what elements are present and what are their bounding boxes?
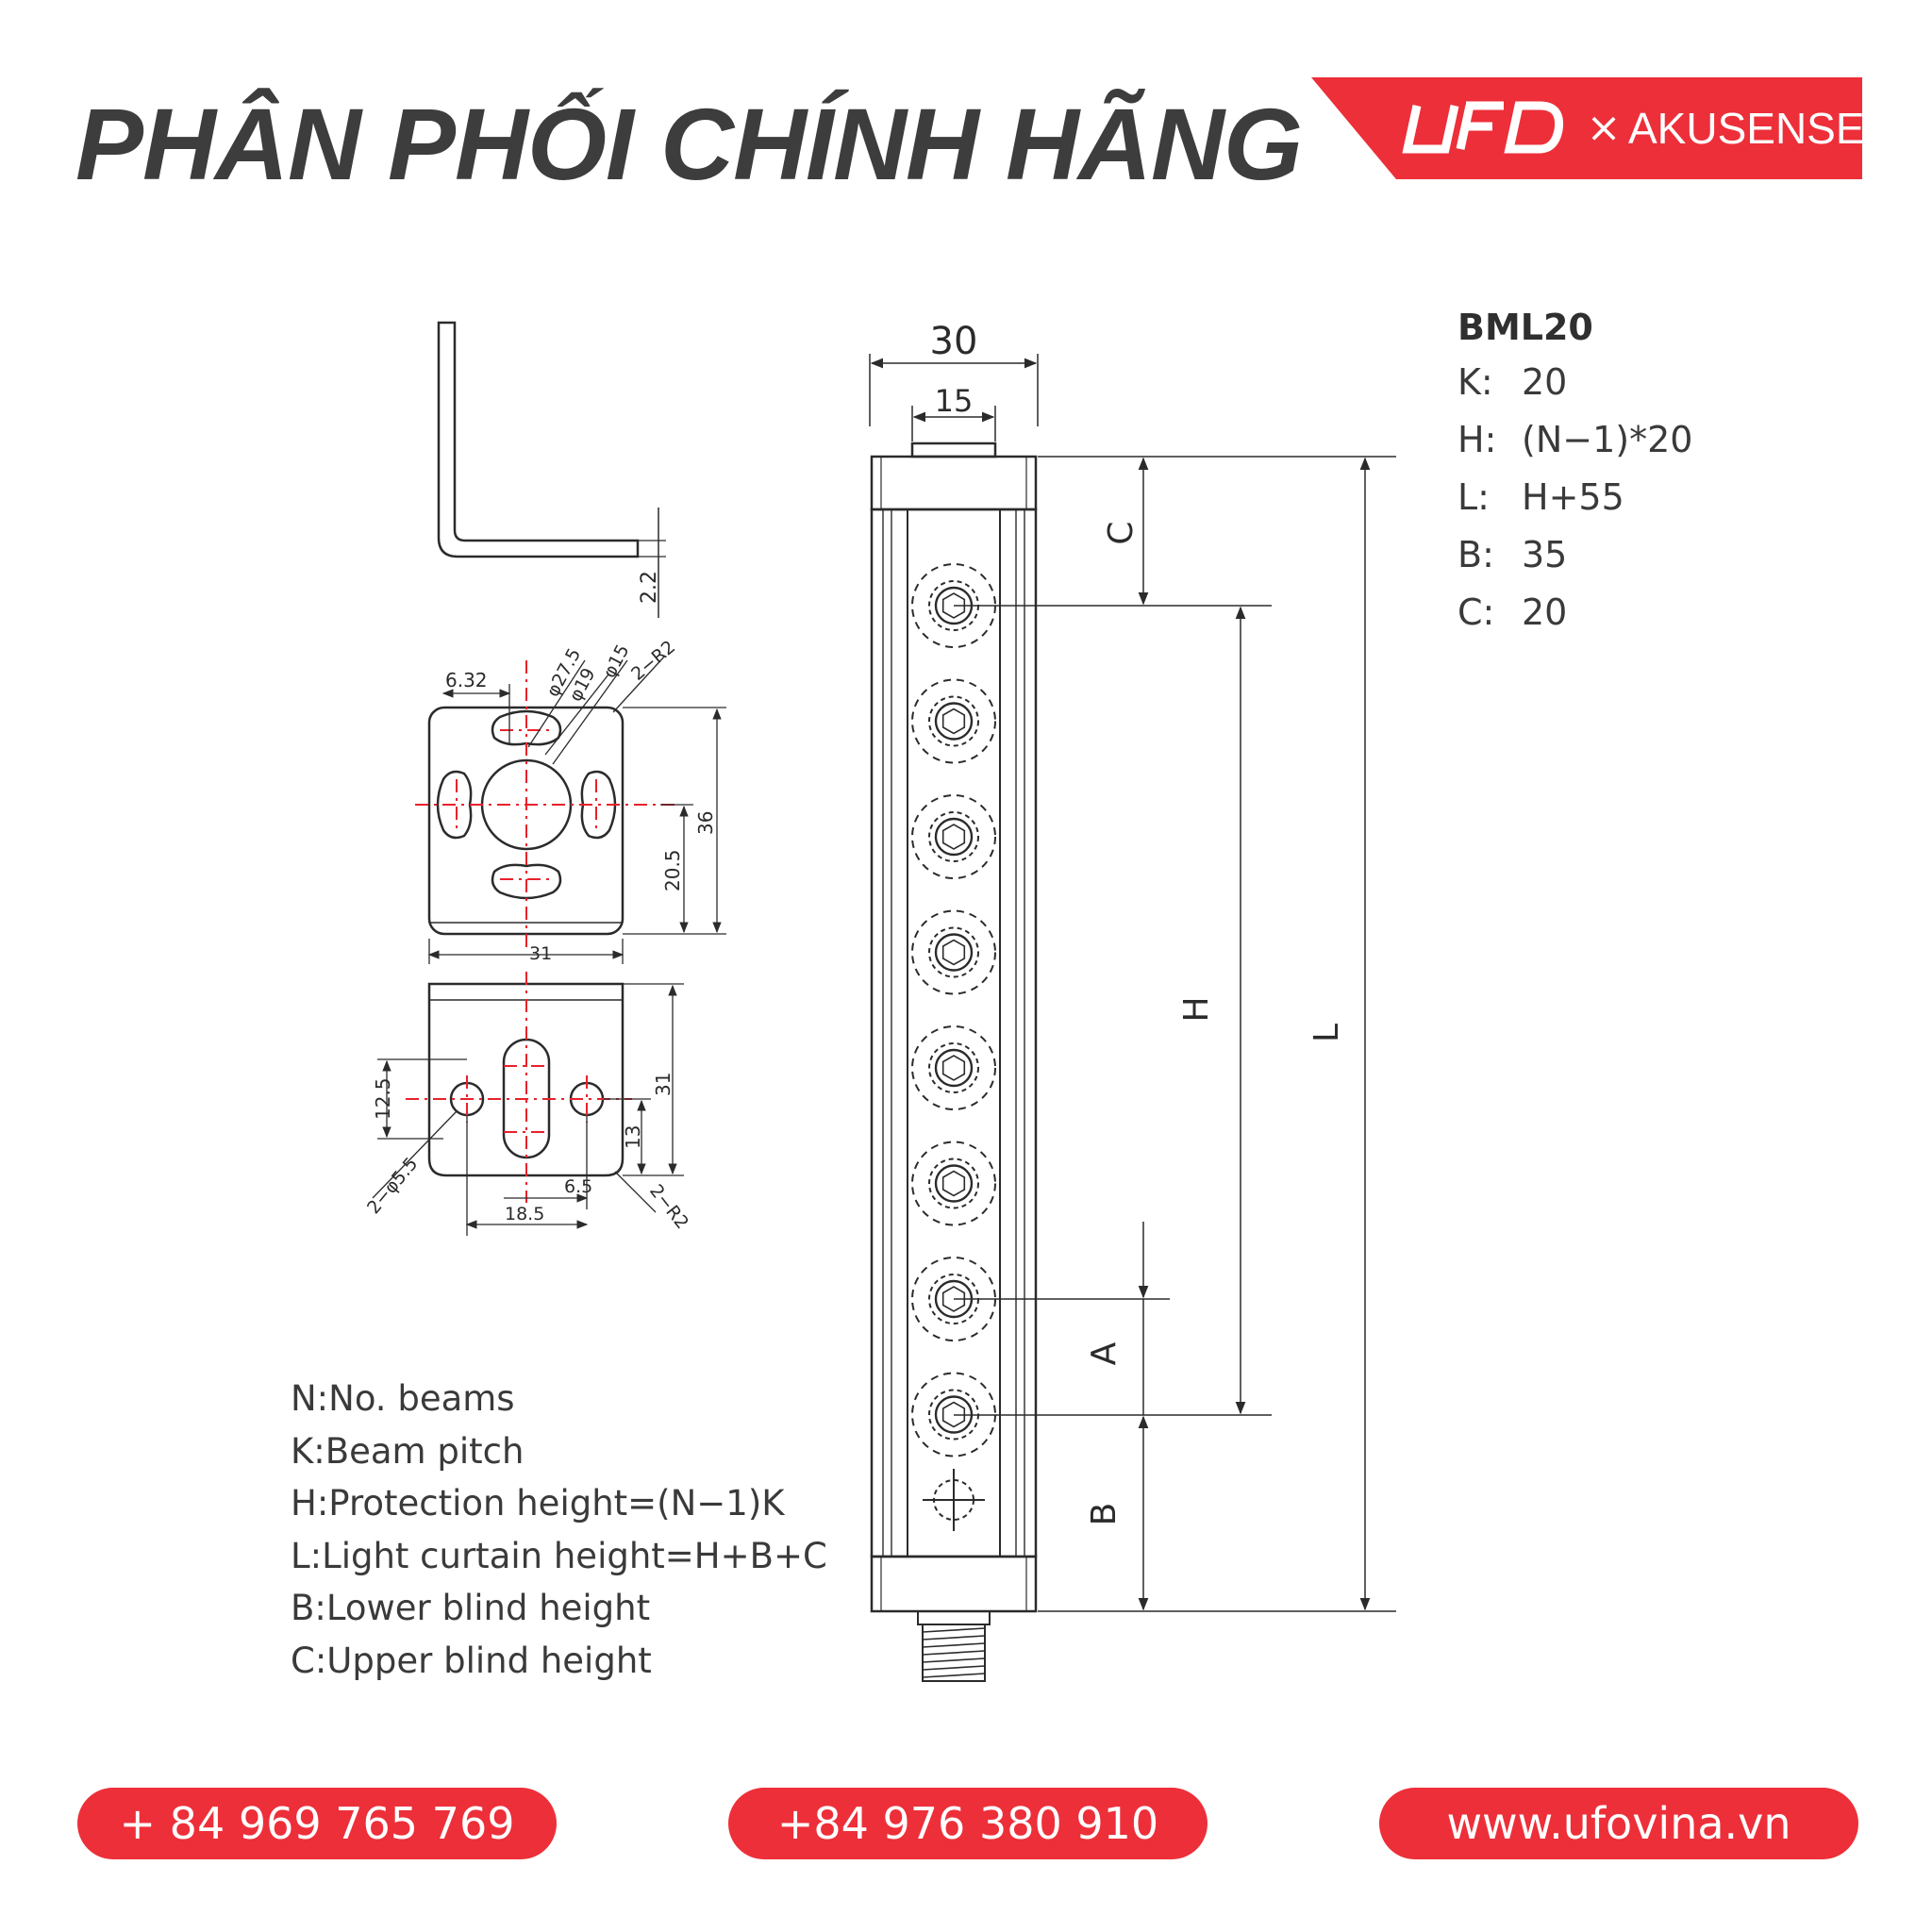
dim-c-label: C: [1102, 521, 1141, 544]
website-button[interactable]: www.ufovina.vn: [1379, 1788, 1858, 1859]
legend-item: L:Light curtain height=H+B+C: [291, 1535, 827, 1576]
ufo-logo-icon: [1402, 101, 1564, 154]
top-plate-radius-label: 2−R2: [627, 637, 679, 685]
bottom-plate-h3-label: 13: [622, 1125, 644, 1149]
spec-key: H:: [1457, 419, 1497, 460]
bottom-plate-h1-label: 12.5: [372, 1077, 394, 1120]
spec-value: 35: [1522, 534, 1568, 575]
top-plate-dimensions: [427, 655, 726, 964]
top-plate-width-label: 31: [529, 943, 552, 964]
bottom-plate-radius-label: 2−R2: [645, 1181, 692, 1234]
spec-key: K:: [1457, 361, 1493, 403]
phone-button-2[interactable]: +84 976 380 910: [728, 1788, 1208, 1859]
alignment-mark-icon: [923, 1469, 985, 1531]
dim-a-label: A: [1085, 1341, 1124, 1365]
bottom-plate-hole-label: 2−φ5.5: [363, 1154, 422, 1218]
beam-lens-icon: [911, 678, 996, 764]
light-curtain-body: [870, 441, 1038, 1682]
bracket-top-plate: [415, 660, 679, 953]
bottom-plate-h2-label: 31: [652, 1073, 675, 1096]
spec-row: L: H+55: [1457, 469, 1692, 526]
dim-h-label: H: [1177, 996, 1216, 1022]
curtain-inner-width-label: 15: [935, 383, 974, 419]
spec-value: 20: [1522, 361, 1568, 403]
legend-item: K:Beam pitch: [291, 1430, 525, 1472]
legend-item: C:Upper blind height: [291, 1640, 652, 1681]
beam-lens-icon: [911, 794, 996, 879]
bottom-plate-w1-label: 6.5: [564, 1176, 592, 1197]
bottom-plate-dimensions: [372, 983, 684, 1236]
dim-b-label: B: [1085, 1503, 1124, 1526]
spec-row: K: 20: [1457, 354, 1692, 411]
top-plate-w-label: 6.32: [445, 669, 488, 691]
curtain-width-label: 30: [930, 320, 978, 363]
page-title: PHÂN PHỐI CHÍNH HÃNG: [75, 87, 1303, 201]
spec-panel: BML20 K: 20 H: (N−1)*20 L: H+55 B: 35 C: 20: [1457, 307, 1692, 641]
curtain-dimensions: [869, 354, 1396, 1612]
brand-banner: × AKUSENSE: [1311, 77, 1865, 179]
spec-row: C: 20: [1457, 584, 1692, 641]
spec-value: 20: [1522, 591, 1568, 633]
spec-value: H+55: [1522, 476, 1624, 518]
brand-separator: ×: [1586, 104, 1622, 152]
legend-list: N:No. beams K:Beam pitch H:Protection he…: [291, 1373, 827, 1687]
legend-item: B:Lower blind height: [291, 1588, 651, 1628]
top-plate-h2-label: 20.5: [661, 849, 684, 891]
legend-item: H:Protection height=(N−1)K: [291, 1483, 785, 1524]
bracket-bottom-plate: [406, 972, 632, 1203]
beam-lens-icon: [911, 1025, 996, 1110]
beam-lens-icon: [911, 909, 996, 995]
brand-banner-background: [1311, 77, 1862, 179]
spec-key: L:: [1457, 476, 1490, 518]
beam-lens-icon: [911, 1141, 996, 1226]
spec-row: B: 35: [1457, 526, 1692, 584]
top-plate-d3-label: φ15: [599, 641, 634, 682]
bracket-thickness-label: 2.2: [638, 571, 661, 604]
legend-item: N:No. beams: [291, 1378, 515, 1419]
top-plate-h1-label: 36: [694, 811, 717, 835]
spec-key: B:: [1457, 534, 1494, 575]
bracket-side-view: [437, 321, 666, 618]
brand-partner-name: AKUSENSE: [1628, 104, 1865, 153]
spec-model: BML20: [1457, 307, 1593, 348]
phone-button-1[interactable]: + 84 969 765 769: [77, 1788, 557, 1859]
dim-l-label: L: [1307, 1024, 1346, 1042]
spec-value: (N−1)*20: [1522, 419, 1693, 460]
spec-row: H: (N−1)*20: [1457, 411, 1692, 469]
spec-key: C:: [1457, 591, 1495, 633]
beam-lens-group: [911, 563, 996, 1457]
bottom-plate-w2-label: 18.5: [505, 1204, 544, 1224]
